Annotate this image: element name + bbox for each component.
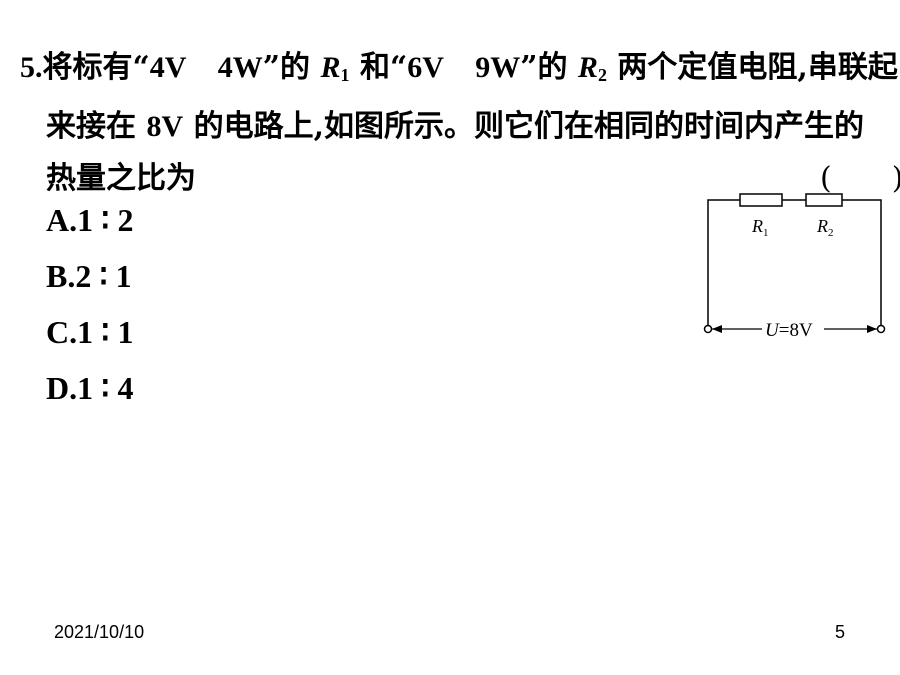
answer-blank: ( ): [820, 161, 900, 196]
option-c[interactable]: C.1 ∶ 1: [46, 304, 133, 360]
resistor-r2: [805, 193, 843, 207]
wire-right: [842, 199, 882, 328]
q-text-part: 将标有“: [42, 50, 150, 85]
option-a[interactable]: A.1 ∶ 2: [46, 192, 133, 248]
question-line-1: 5.将标有“4V 4W”的 R1 和“6V 9W”的 R2 两个定值电阻,串联起: [20, 42, 898, 101]
q-text-part: 和“: [349, 50, 408, 85]
arrowhead-right: [867, 325, 877, 333]
option-letter: B.: [46, 258, 76, 294]
r2-voltage-rating: 6V: [407, 51, 444, 84]
q-text-part: 来接在: [46, 109, 147, 144]
wire-left: [707, 199, 740, 328]
answer-options: A.1 ∶ 2 B.2 ∶ 1 C.1 ∶ 1 D.1 ∶ 4: [46, 192, 133, 416]
question-line-3: 热量之比为 ( ): [20, 153, 900, 205]
option-text: 1 ∶ 2: [77, 202, 134, 238]
circuit-diagram: R1 R2 U=8V: [703, 193, 886, 341]
resistor-r1: [739, 193, 783, 207]
source-voltage: 8V: [146, 110, 184, 143]
r2-symbol: R2: [577, 51, 607, 85]
r2-power-rating: 9W: [475, 51, 521, 84]
option-letter: A.: [46, 202, 78, 238]
page-number: 5: [835, 622, 846, 642]
option-letter: D.: [46, 370, 78, 406]
r1-label: R1: [751, 216, 769, 239]
option-d[interactable]: D.1 ∶ 4: [46, 360, 133, 416]
question-line-2: 来接在 8V 的电路上,如图所示。则它们在相同的时间内产生的: [20, 101, 890, 153]
q-text-part: 的电路上,如图所示。则它们在相同的时间内产生的: [183, 109, 865, 144]
option-b[interactable]: B.2 ∶ 1: [46, 248, 133, 304]
q-text-part: ”的: [262, 50, 321, 85]
r1-power-rating: 4W: [217, 51, 263, 84]
q-text-part: ”的: [520, 50, 578, 85]
footer-date: 2021/10/10: [54, 622, 145, 642]
voltage-label: U=8V: [765, 320, 813, 341]
r2-label: R2: [816, 216, 834, 239]
arrowhead-left: [712, 325, 722, 333]
option-text: 1 ∶ 4: [77, 370, 134, 406]
q-text-part: 热量之比为: [46, 161, 196, 196]
question-text: 5.将标有“4V 4W”的 R1 和“6V 9W”的 R2 两个定值电阻,串联起…: [20, 42, 900, 205]
option-letter: C.: [46, 314, 78, 350]
r1-voltage-rating: 4V: [149, 51, 187, 84]
question-number: 5.: [20, 51, 43, 84]
option-text: 2 ∶ 1: [75, 258, 132, 294]
terminal-right: [876, 324, 886, 334]
option-text: 1 ∶ 1: [77, 314, 134, 350]
terminal-left: [703, 324, 713, 334]
r1-symbol: R1: [320, 51, 350, 85]
q-text-part: 两个定值电阻,串联起: [606, 50, 898, 85]
